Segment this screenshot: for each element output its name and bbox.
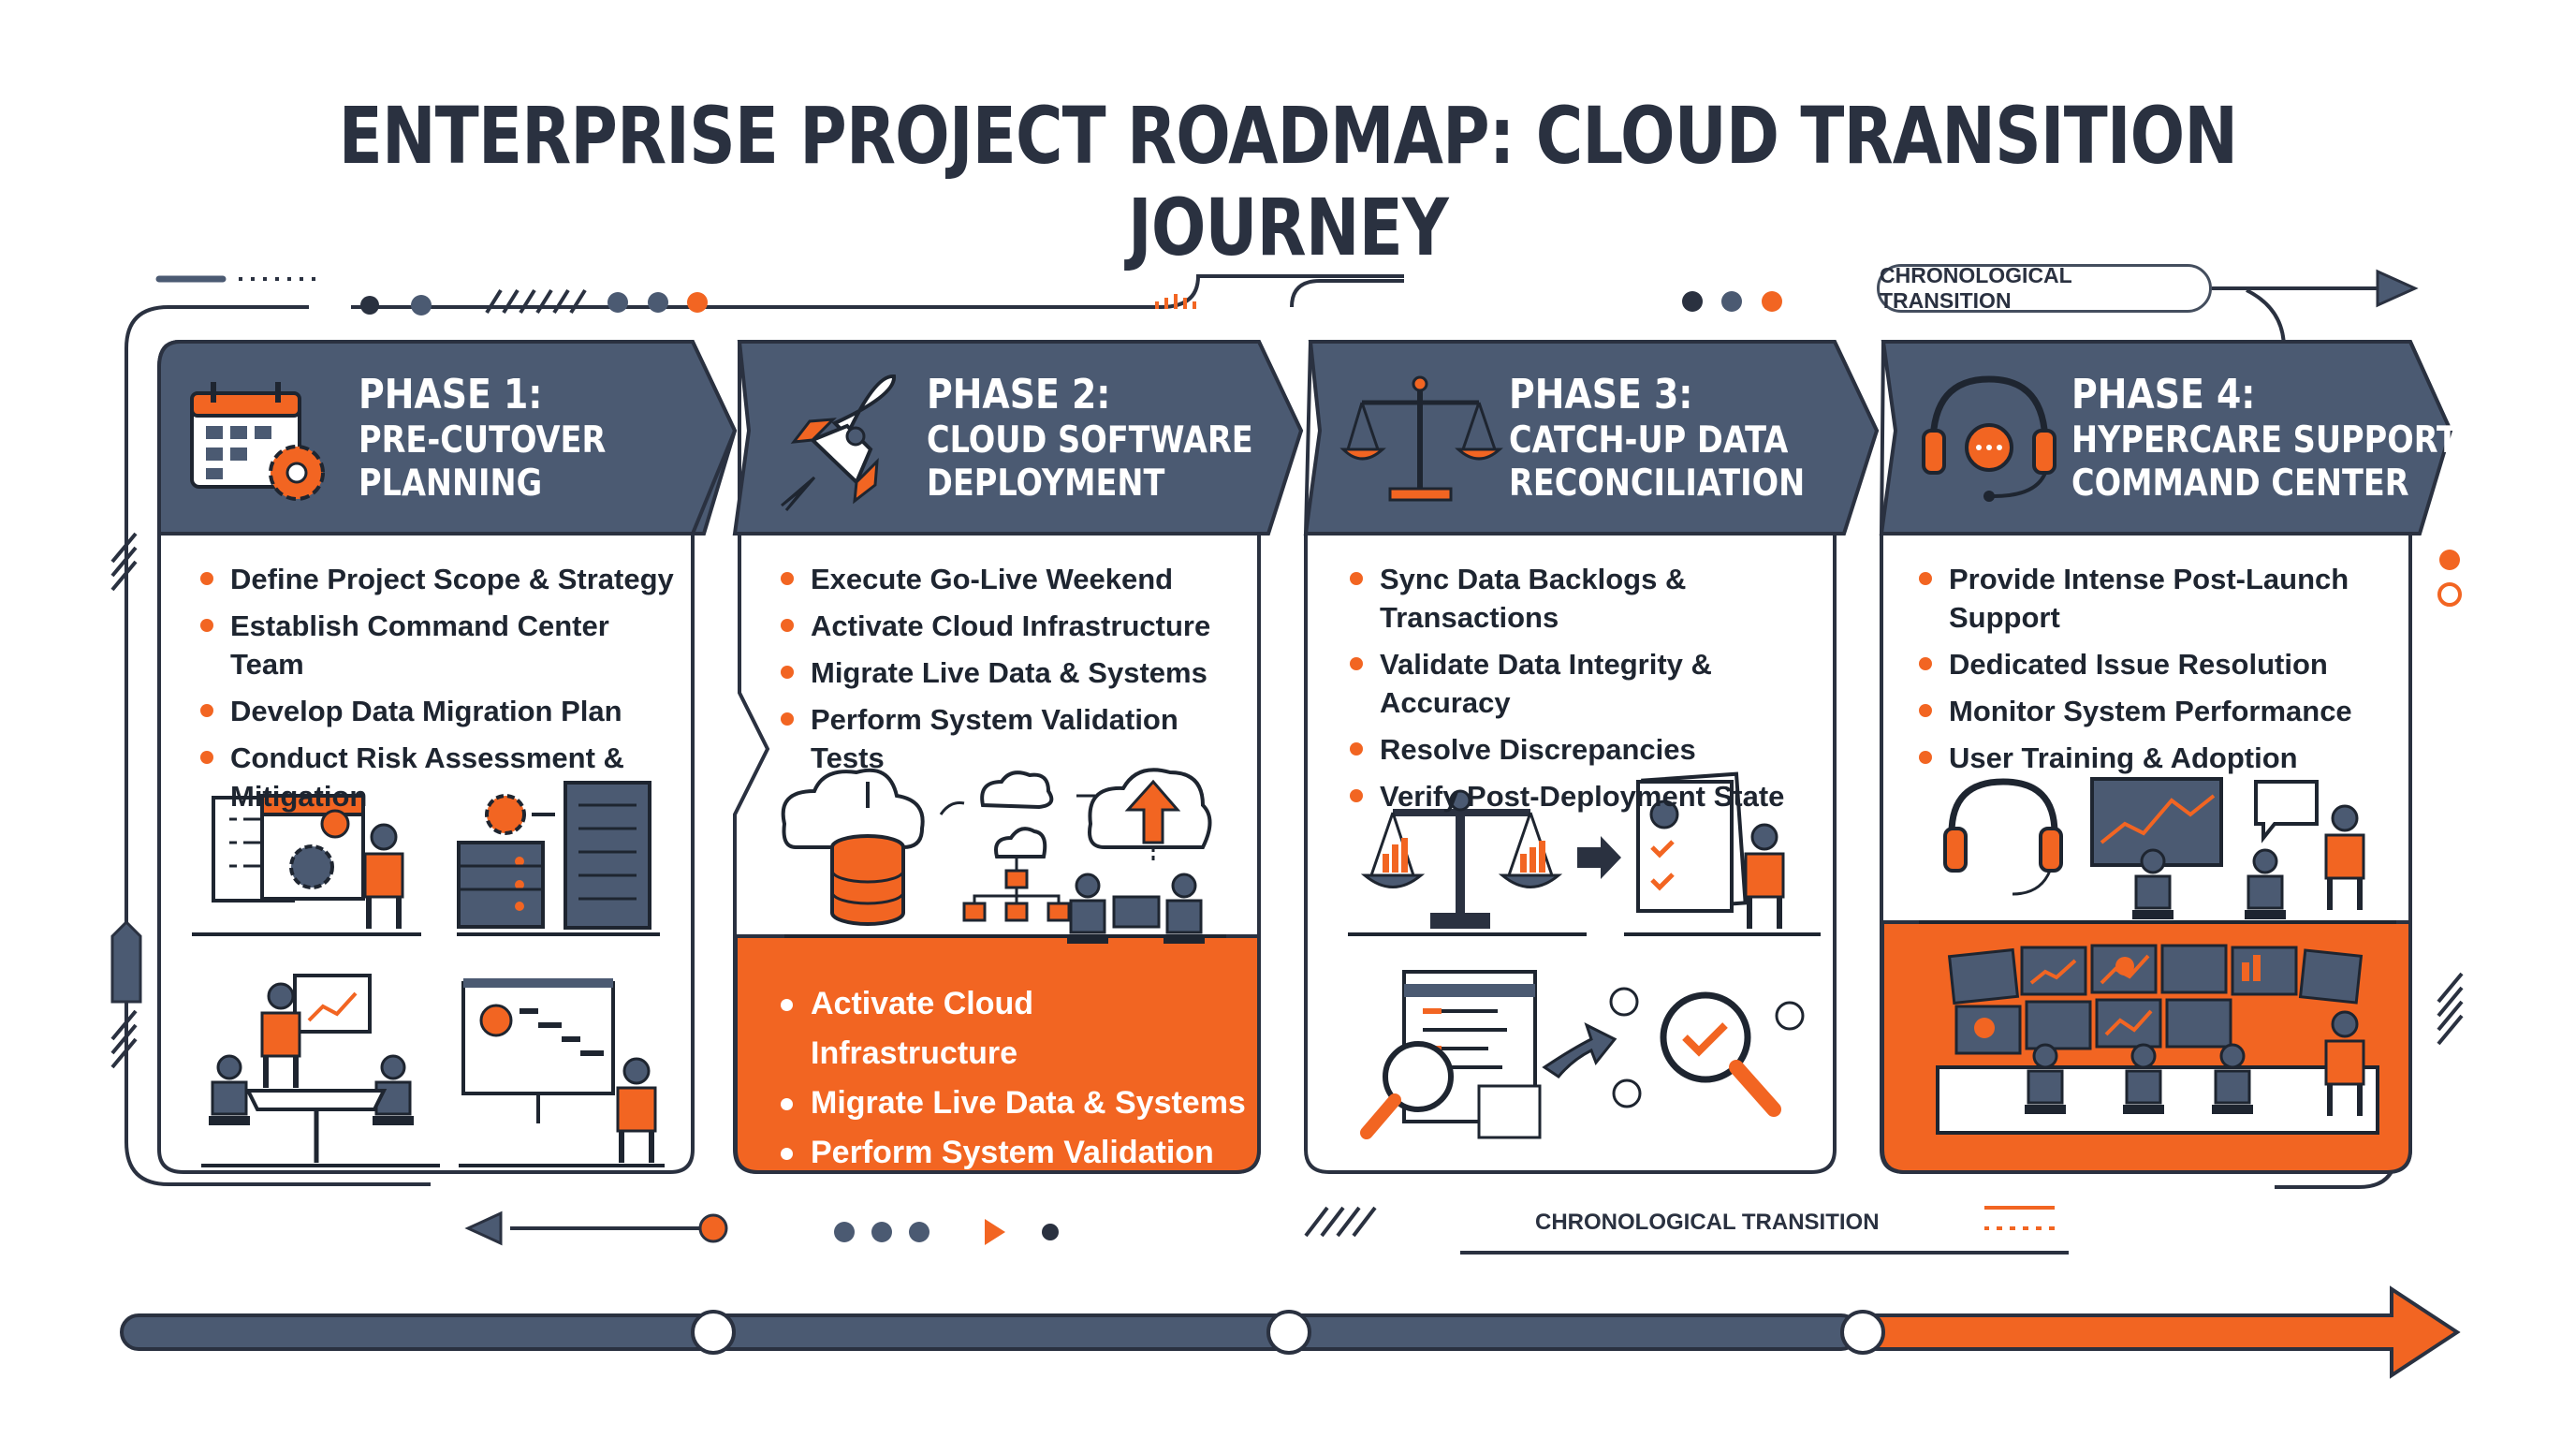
list-item: Migrate Live Data & Systems [779,653,1247,692]
phase-1-title: PRE-CUTOVER PLANNING [359,419,607,505]
phase-1-card [157,340,738,1174]
phase-3-title: CATCH-UP DATA RECONCILIATION [1509,419,1806,505]
list-item: Migrate Live Data & Systems [779,1078,1247,1128]
list-item: Establish Command Center Team [198,607,685,683]
phase-3-task-list: Sync Data Backlogs & Transactions Valida… [1348,560,1835,824]
chronological-transition-badge: CHRONOLOGICAL TRANSITION [1877,263,2212,313]
list-item: Sync Data Backlogs & Transactions [1348,560,1835,637]
reconciliation-illustration [1348,771,1821,1139]
balance-scale-icon [1339,375,1503,502]
phase-1-number: PHASE 1: [359,371,543,418]
phase-2-number: PHASE 2: [927,371,1111,418]
list-item: Conduct Risk Assessment & Mitigation [198,739,685,815]
list-item: Monitor System Performance [1917,692,2404,730]
list-item: Verify Post-Deployment State [1348,777,1835,815]
list-item: Validate Data Integrity & Accuracy [1348,645,1835,722]
list-item: Activate Cloud Infrastructure [779,979,1247,1078]
phase-2-highlight-list: Activate Cloud Infrastructure Migrate Li… [779,979,1247,1227]
phase-4-card [1879,340,2453,1174]
phase-2-card [732,340,1304,1174]
page-title: ENTERPRISE PROJECT ROADMAP: CLOUD TRANSI… [338,90,2238,273]
list-item: Execute Go-Live Weekend [779,560,1247,598]
list-item: Dedicated Issue Resolution [1917,645,2404,683]
list-item: User Training & Adoption [1917,739,2404,777]
list-item: Activate Cloud Infrastructure [779,607,1247,645]
headset-chat-icon [1922,375,2056,502]
phase-2-title: CLOUD SOFTWARE DEPLOYMENT [927,419,1253,505]
chronological-transition-label: CHRONOLOGICAL TRANSITION [1535,1210,1880,1235]
phase-4-title: HYPERCARE SUPPORT COMMAND CENTER [2071,419,2458,505]
list-item: Resolve Discrepancies [1348,730,1835,769]
list-item: Provide Intense Post-Launch Support [1917,560,2404,637]
command-center-illustration [1919,777,2396,1135]
phase-3-number: PHASE 3: [1509,371,1693,418]
rocket-icon [781,374,896,511]
phase-1-task-list: Define Project Scope & Strategy Establis… [198,560,685,824]
calendar-gear-icon [190,382,325,501]
list-item: Define Project Scope & Strategy [198,560,685,598]
list-item: Perform System Validation Tests [779,1128,1247,1227]
cloud-migration-illustration [781,768,1226,946]
phase-4-number: PHASE 4: [2071,371,2256,418]
server-rack-icon [457,781,660,936]
phase-4-task-list: Provide Intense Post-Launch Support Dedi… [1917,560,2404,785]
phase-3-card [1303,340,1880,1174]
phase-2-task-list: Execute Go-Live Weekend Activate Cloud I… [779,560,1247,785]
list-item: Develop Data Migration Plan [198,692,685,730]
list-item: Perform System Validation Tests [779,700,1247,777]
planning-meeting-illustration [192,781,665,1167]
